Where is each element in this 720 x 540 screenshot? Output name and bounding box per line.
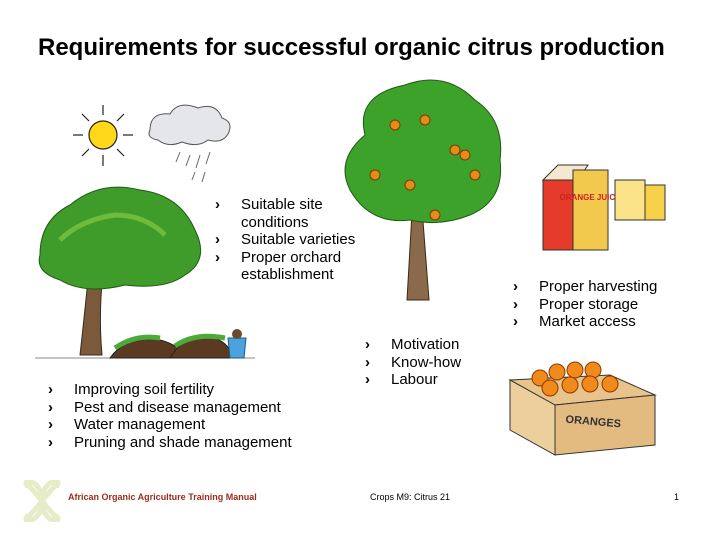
list-item: ›Proper orchard establishment: [215, 248, 342, 284]
list-item: ›Suitable site conditions: [215, 196, 323, 231]
management-requirements-list: ›Improving soil fertility ›Pest and dise…: [48, 381, 348, 451]
orange-box-illustration: ORANGES: [508, 361, 657, 456]
list-item: ›Suitable varieties: [215, 231, 356, 248]
list-item: ›Proper harvesting: [513, 278, 658, 295]
sun-icon: [73, 105, 133, 166]
list-item: ›Improving soil fertility: [48, 381, 215, 398]
carton-label: ORANGE JUICE: [560, 193, 622, 202]
orange-fruit-icon: [369, 114, 481, 221]
manual-logo-icon: [23, 480, 61, 522]
shade-tree-illustration: [35, 186, 255, 359]
sun-and-rain-cloud-illustration: [73, 104, 231, 183]
orange-tree-illustration: [344, 79, 502, 301]
page-number: 1: [674, 492, 680, 502]
slide-title: Requirements for successful organic citr…: [38, 34, 665, 61]
people-requirements-list: ›Motivation ›Know-how ›Labour: [365, 336, 495, 389]
list-item: ›Motivation: [365, 336, 460, 353]
list-item: ›Market access: [513, 313, 636, 330]
list-item: ›Know-how: [365, 353, 462, 371]
bucket-icon: [227, 329, 247, 359]
list-item: ›Pest and disease management: [48, 398, 281, 416]
rain-cloud-icon: [148, 104, 231, 183]
list-item: ›Proper storage: [513, 295, 639, 313]
juice-cartons-illustration: ORANGE JUICE: [541, 164, 666, 251]
market-requirements-list: ›Proper harvesting ›Proper storage ›Mark…: [513, 278, 713, 331]
list-item: ›Labour: [365, 371, 438, 388]
list-item: ›Pruning and shade management: [48, 433, 292, 451]
box-label: ORANGES: [565, 414, 621, 431]
site-requirements-list: ›Suitable site conditions ›Suitable vari…: [215, 196, 375, 284]
footer-module: Crops M9: Citrus 21: [370, 492, 451, 502]
list-item: ›Water management: [48, 416, 206, 433]
footer-brand: African Organic Agriculture Training Man…: [68, 492, 257, 502]
